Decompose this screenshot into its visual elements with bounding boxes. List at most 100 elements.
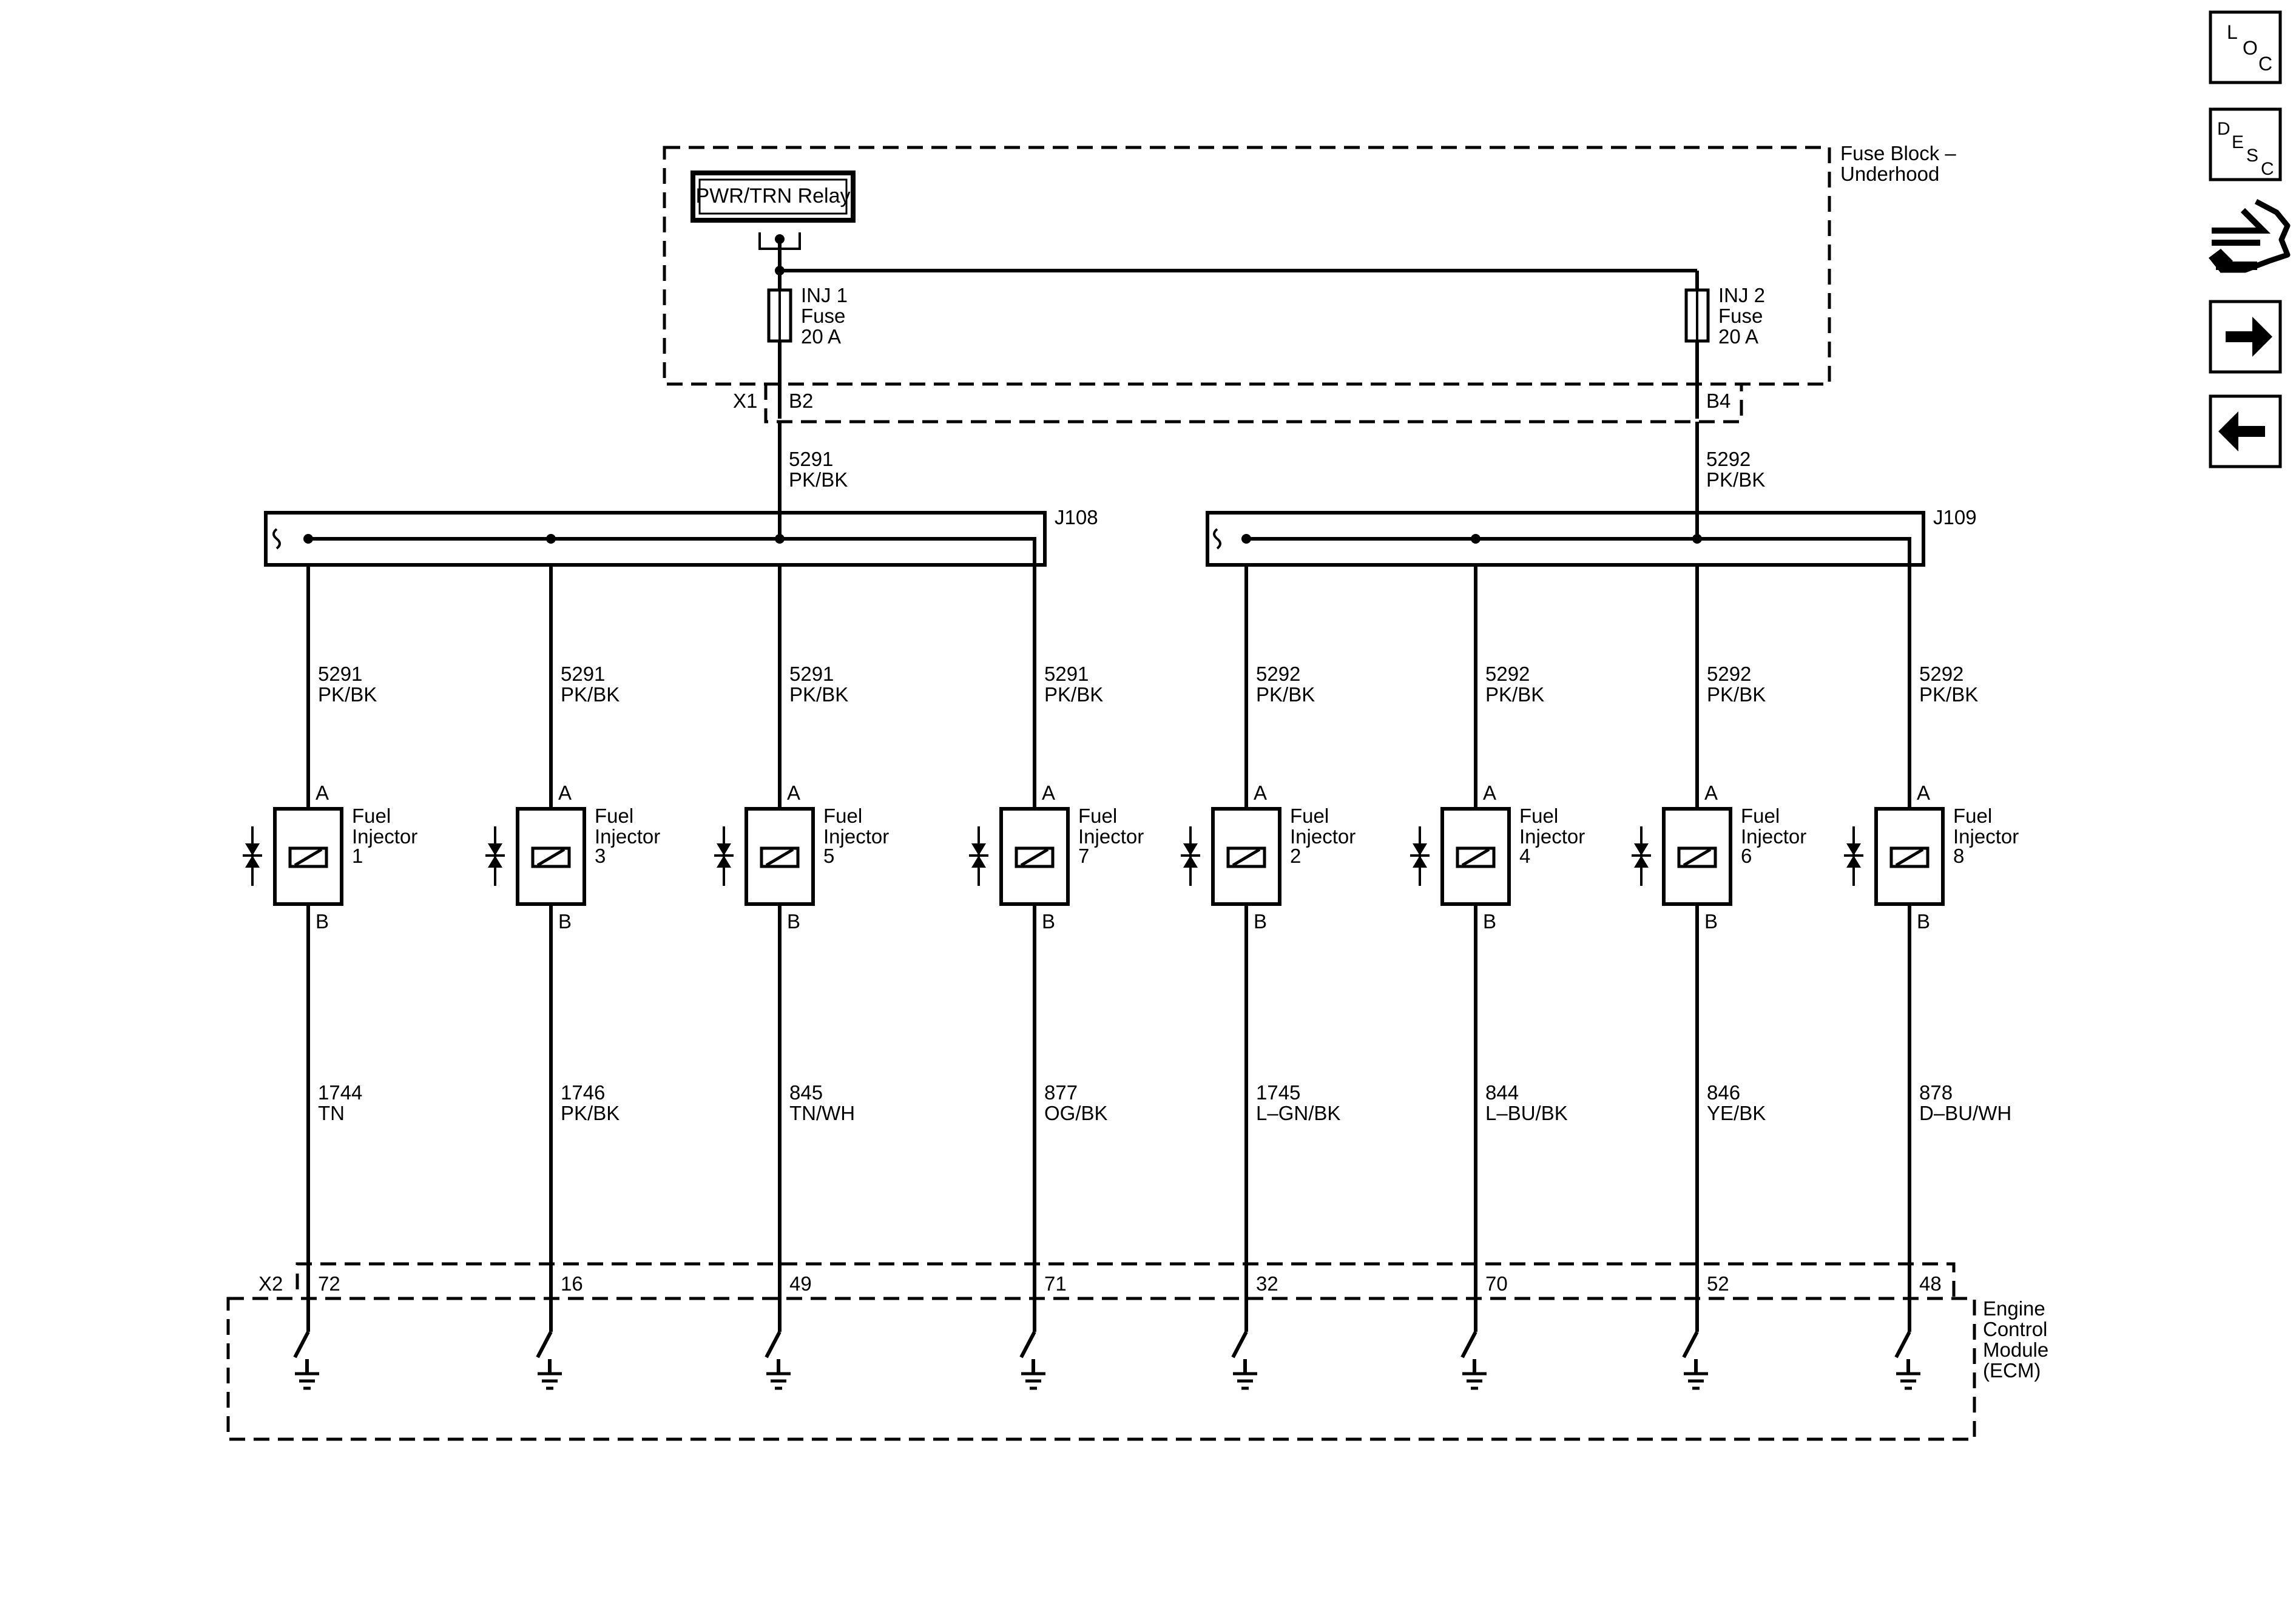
x2-label: X2 bbox=[258, 1272, 283, 1295]
pin-a-label: A bbox=[1704, 781, 1718, 804]
connector-icon[interactable] bbox=[2209, 199, 2291, 273]
injector-label-line1: Fuel bbox=[1953, 805, 1992, 827]
supply-circuit-label: 5292 bbox=[1256, 663, 1300, 685]
injector-label-line1: Fuel bbox=[352, 805, 391, 827]
injector-label-line2: Injector bbox=[1741, 825, 1806, 848]
ecm-title-3: Module bbox=[1983, 1338, 2048, 1361]
control-color-label: TN bbox=[318, 1102, 345, 1124]
control-circuit-label: 1744 bbox=[318, 1081, 362, 1104]
injector-label-line1: Fuel bbox=[1078, 805, 1117, 827]
control-color-label: L–BU/BK bbox=[1485, 1102, 1568, 1124]
ecm-driver-1 bbox=[293, 1331, 319, 1390]
nav-buttons: L O C D E S C bbox=[2209, 10, 2291, 468]
injector-number: 6 bbox=[1741, 845, 1752, 867]
pin-b-label: B bbox=[558, 910, 572, 933]
relay-label: PWR/TRN Relay bbox=[695, 184, 850, 208]
svg-text:D: D bbox=[2217, 119, 2230, 139]
supply-circuit-label: 5292 bbox=[1485, 663, 1530, 685]
pin-b-label: B bbox=[1042, 910, 1055, 933]
pin-a-label: A bbox=[316, 781, 329, 804]
control-color-label: OG/BK bbox=[1044, 1102, 1108, 1124]
ecm-pin-label: 16 bbox=[561, 1272, 583, 1295]
svg-text:PK/BK: PK/BK bbox=[1706, 468, 1765, 491]
injector-number: 7 bbox=[1078, 845, 1089, 867]
supply-color-label: PK/BK bbox=[1707, 683, 1766, 706]
svg-text:INJ 2: INJ 2 bbox=[1718, 284, 1765, 306]
injector-label-line1: Fuel bbox=[1290, 805, 1329, 827]
injector-number: 8 bbox=[1953, 845, 1964, 867]
fuse-block-subtitle: Underhood bbox=[1840, 163, 1939, 185]
prev-arrow-button[interactable] bbox=[2209, 394, 2282, 468]
control-color-label: D–BU/WH bbox=[1919, 1102, 2011, 1124]
control-circuit-label: 845 bbox=[789, 1081, 823, 1104]
control-circuit-label: 844 bbox=[1485, 1081, 1519, 1104]
pin-a-label: A bbox=[1917, 781, 1930, 804]
fuel-injector-8 bbox=[1844, 807, 1945, 906]
pin-b-label: B bbox=[1483, 910, 1496, 933]
supply-color-label: PK/BK bbox=[1919, 683, 1978, 706]
supply-circuit-label: 5292 bbox=[1919, 663, 1963, 685]
ecm-pin-label: 48 bbox=[1919, 1272, 1942, 1295]
pin-a-label: A bbox=[1483, 781, 1496, 804]
injector-number: 1 bbox=[352, 845, 363, 867]
supply-color-label: PK/BK bbox=[561, 683, 620, 706]
supply-circuit-label: 5291 bbox=[318, 663, 362, 685]
injector-label-line2: Injector bbox=[1953, 825, 2019, 848]
desc-button[interactable]: D E S C bbox=[2209, 107, 2282, 181]
ecm-pin-label: 49 bbox=[789, 1272, 812, 1295]
pin-a-label: A bbox=[558, 781, 572, 804]
next-arrow-button[interactable] bbox=[2209, 300, 2282, 374]
injector-label-line2: Injector bbox=[595, 825, 660, 848]
injector-label-line1: Fuel bbox=[1519, 805, 1558, 827]
control-circuit-label: 878 bbox=[1919, 1081, 1953, 1104]
injector-number: 4 bbox=[1519, 845, 1530, 867]
supply-color-label: PK/BK bbox=[318, 683, 377, 706]
ecm-driver-6 bbox=[1682, 1331, 1708, 1390]
svg-text:S: S bbox=[2246, 146, 2258, 166]
injector-label-line2: Injector bbox=[823, 825, 889, 848]
supply-circuit-label: 5291 bbox=[789, 663, 834, 685]
ground-icon bbox=[538, 1372, 562, 1390]
injector-columns: 5291PK/BKABFuelInjector11744TN725291PK/B… bbox=[243, 565, 2019, 1390]
injector-number: 5 bbox=[823, 845, 834, 867]
pin-b-label: B bbox=[1704, 910, 1718, 933]
engine-control-module: X2 Engine Control Module (ECM) bbox=[226, 1262, 2048, 1441]
feed-wire-5292: 5292 PK/BK bbox=[1695, 422, 1765, 539]
inj1-fuse: INJ 1 Fuse 20 A bbox=[767, 271, 848, 419]
ground-icon bbox=[1684, 1372, 1708, 1390]
svg-text:20 A: 20 A bbox=[801, 325, 841, 348]
ground-icon bbox=[766, 1372, 791, 1390]
svg-text:O: O bbox=[2243, 37, 2258, 59]
injector-number: 2 bbox=[1290, 845, 1301, 867]
control-circuit-label: 846 bbox=[1707, 1081, 1740, 1104]
x1-label: X1 bbox=[733, 390, 757, 412]
svg-text:E: E bbox=[2232, 132, 2244, 152]
fuel-injector-5 bbox=[714, 807, 815, 906]
ecm-title-1: Engine bbox=[1983, 1297, 2045, 1320]
ecm-driver-8 bbox=[1894, 1331, 1920, 1390]
j108-label: J108 bbox=[1055, 506, 1098, 528]
svg-text:Fuse: Fuse bbox=[801, 305, 845, 327]
pin-b2: B2 bbox=[789, 390, 813, 412]
ecm-pin-label: 71 bbox=[1044, 1272, 1067, 1295]
ground-icon bbox=[1896, 1372, 1920, 1390]
svg-text:20 A: 20 A bbox=[1718, 325, 1758, 348]
control-circuit-label: 877 bbox=[1044, 1081, 1078, 1104]
supply-color-label: PK/BK bbox=[1044, 683, 1103, 706]
pin-a-label: A bbox=[787, 781, 800, 804]
j109-label: J109 bbox=[1933, 506, 1977, 528]
fuse-block-underhood: Fuse Block – Underhood PWR/TRN Relay INJ… bbox=[663, 142, 1956, 424]
svg-text:5291: 5291 bbox=[789, 448, 833, 470]
control-color-label: L–GN/BK bbox=[1256, 1102, 1340, 1124]
pin-a-label: A bbox=[1254, 781, 1267, 804]
control-color-label: YE/BK bbox=[1707, 1102, 1766, 1124]
fuel-injector-7 bbox=[969, 807, 1070, 906]
loc-button[interactable]: L O C bbox=[2209, 10, 2282, 84]
control-circuit-label: 1746 bbox=[561, 1081, 605, 1104]
svg-text:C: C bbox=[2261, 159, 2274, 179]
inj2-fuse: INJ 2 Fuse 20 A bbox=[1684, 271, 1765, 419]
ecm-pin-label: 70 bbox=[1485, 1272, 1508, 1295]
